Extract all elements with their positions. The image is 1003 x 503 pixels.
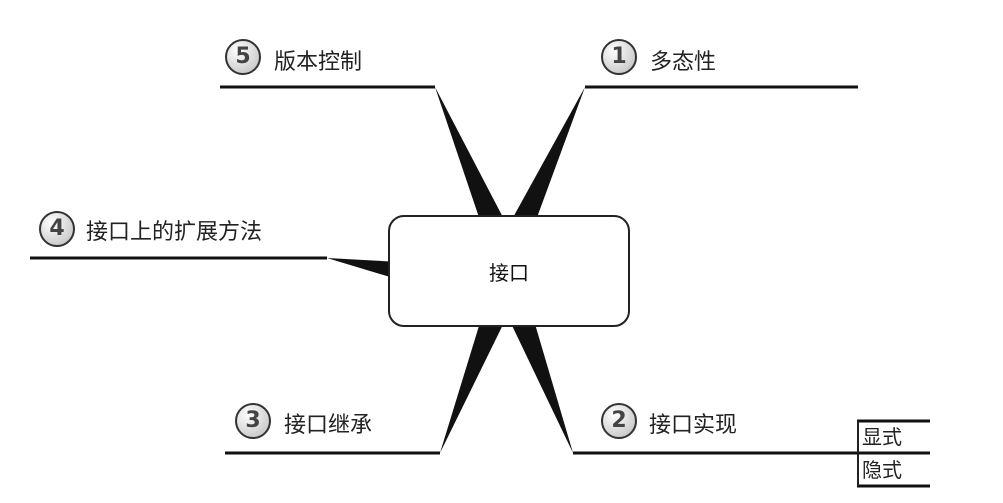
wedge-1 xyxy=(495,87,585,250)
sub-node-explicit: 显式 xyxy=(857,421,934,453)
branch-label-3: 接口继承 xyxy=(284,413,373,438)
wedge-5 xyxy=(435,87,520,250)
branch-label-2: 接口实现 xyxy=(649,413,738,438)
wedge-3 xyxy=(440,290,520,453)
number-badge-5: 5 xyxy=(225,39,261,75)
branch-label-4: 接口上的扩展方法 xyxy=(86,220,263,245)
branch-label-5: 版本控制 xyxy=(274,50,363,75)
wedge-4 xyxy=(327,258,400,280)
wedge-2 xyxy=(495,290,573,453)
center-label: 接口 xyxy=(489,260,529,285)
sub-node-implicit: 隐式 xyxy=(857,454,934,486)
branch-label-1: 多态性 xyxy=(650,50,717,75)
center-node: 接口 xyxy=(388,215,630,327)
number-badge-1: 1 xyxy=(601,39,637,75)
number-badge-3: 3 xyxy=(235,403,271,439)
number-badge-4: 4 xyxy=(39,211,75,247)
number-badge-2: 2 xyxy=(601,403,637,439)
